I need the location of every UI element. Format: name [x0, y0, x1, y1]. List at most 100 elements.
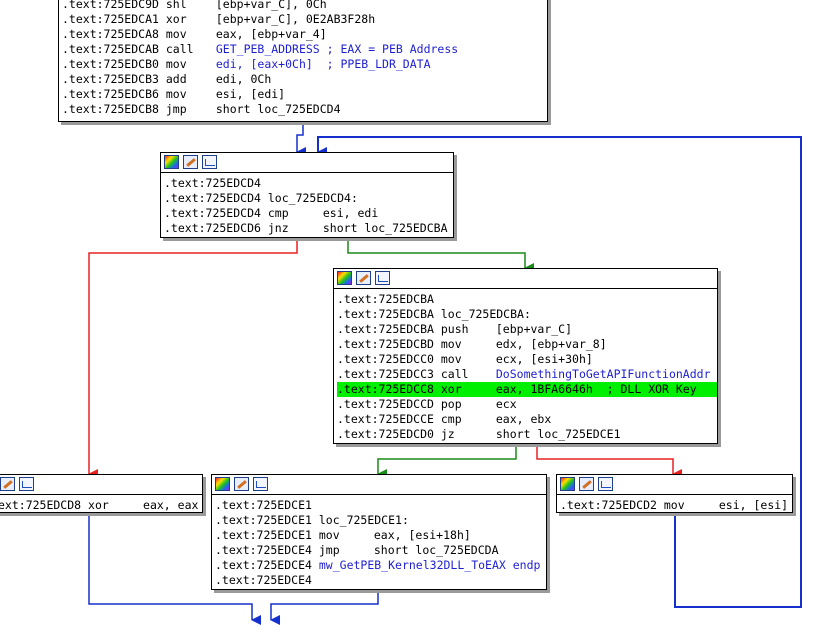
mnemonic: cmp	[267, 206, 289, 220]
operands: eax, eax	[143, 498, 199, 512]
operands: ecx, [esi+30h]	[495, 352, 593, 366]
mnemonic: mov	[440, 352, 462, 366]
block-header	[0, 475, 202, 495]
address: .text:725EDCCE	[337, 412, 434, 426]
edge-cd8-down	[88, 513, 261, 625]
asm-line[interactable]: .text:725EDCBA loc_725EDCBA:	[337, 307, 717, 322]
asm-line[interactable]: .text:725EDCC0 mov ecx, [esi+30h]	[337, 352, 717, 367]
rename-pencil-icon[interactable]	[183, 155, 198, 169]
graph-overview-icon[interactable]	[19, 477, 34, 491]
address: .text:725EDCE4	[215, 543, 312, 557]
address: .text:725EDCAB	[62, 42, 159, 56]
color-palette-icon[interactable]	[560, 477, 575, 491]
asm-line[interactable]: .text:725EDCD4 loc_725EDCD4:	[164, 191, 453, 206]
address: ext:725EDCD8	[0, 498, 82, 512]
basic-block-loc-725EDCD4[interactable]: .text:725EDCD4 .text:725EDCD4 loc_725EDC…	[160, 152, 454, 238]
asm-line[interactable]: .text:725EDCE4 mw_GetPEB_Kernel32DLL_ToE…	[215, 558, 546, 573]
mnemonic: jz	[440, 427, 455, 441]
rename-pencil-icon[interactable]	[579, 477, 594, 491]
graph-overview-icon[interactable]	[253, 477, 268, 491]
asm-line[interactable]: .text:725EDCE4	[215, 573, 546, 588]
graph-overview-icon[interactable]	[375, 271, 390, 285]
operands: edi, [eax+0Ch] ; PPEB_LDR_DATA	[215, 57, 431, 71]
edge-loop-back	[317, 136, 802, 608]
operands: eax, [esi+18h]	[373, 528, 471, 542]
asm-line[interactable]: ext:725EDCD8 xor eax, eax	[0, 498, 202, 512]
asm-line[interactable]: .text:725EDCD4	[164, 176, 453, 191]
operands: [ebp+var_C], 0Ch	[215, 0, 327, 11]
operands[interactable]: short loc_725EDCDA	[373, 543, 499, 557]
address: .text:725EDCA8	[62, 27, 159, 41]
asm-line[interactable]: .text:725EDCAB call GET_PEB_ADDRESS ; EAX…	[62, 42, 547, 57]
function-end-label[interactable]: mw_GetPEB_Kernel32DLL_ToEAX endp	[318, 558, 541, 572]
mnemonic: xor	[88, 498, 109, 512]
edge-cd4-to-cd8	[88, 238, 298, 479]
graph-overview-icon[interactable]	[598, 477, 613, 491]
mnemonic: call	[165, 42, 194, 56]
address: .text:725EDCE4	[215, 573, 312, 587]
color-palette-icon[interactable]	[337, 271, 352, 285]
address: .text:725EDCB0	[62, 57, 159, 71]
address: .text:725EDCBA	[337, 292, 434, 306]
address: .text:725EDCD4	[164, 176, 261, 190]
operands[interactable]: short loc_725EDCE1	[495, 427, 621, 441]
asm-line[interactable]: .text:725EDCBA push[ebp+var_C]	[337, 322, 717, 337]
asm-line[interactable]: .text:725EDCA1 xor[ebp+var_C], 0E2AB3F28…	[62, 12, 547, 27]
address: .text:725EDCBA	[337, 322, 434, 336]
address: .text:725EDCC3	[337, 367, 434, 381]
mnemonic: push	[440, 322, 469, 336]
rename-pencil-icon[interactable]	[0, 477, 15, 491]
mnemonic: add	[165, 72, 187, 86]
operands: esi, edi	[322, 206, 379, 220]
operands: edx, [ebp+var_8]	[495, 337, 607, 351]
mnemonic: jmp	[165, 102, 187, 116]
block-header	[212, 475, 546, 495]
operands: edi, 0Ch	[215, 72, 272, 86]
basic-block-725EDCD8[interactable]: ext:725EDCD8 xor eax, eax	[0, 474, 203, 513]
operands[interactable]: short loc_725EDCBA	[322, 221, 448, 235]
operands[interactable]: DoSomethingToGetAPIFunctionAddr	[495, 367, 711, 381]
address: .text:725EDCA1	[62, 12, 159, 26]
rename-pencil-icon[interactable]	[356, 271, 371, 285]
block-header	[557, 475, 792, 495]
rename-pencil-icon[interactable]	[234, 477, 249, 491]
color-palette-icon[interactable]	[164, 155, 179, 169]
operands[interactable]: GET_PEB_ADDRESS ; EAX = PEB Address	[215, 42, 459, 56]
operands[interactable]: short loc_725EDCD4	[215, 102, 341, 116]
asm-line[interactable]: .text:725EDCE1 loc_725EDCE1:	[215, 513, 546, 528]
address: .text:725EDCD4	[164, 191, 261, 205]
address: .text:725EDCC0	[337, 352, 434, 366]
basic-block-loc-725EDCBA[interactable]: .text:725EDCBA .text:725EDCBA loc_725EDC…	[333, 268, 718, 444]
color-palette-icon[interactable]	[215, 477, 230, 491]
mnemonic: mov	[165, 27, 187, 41]
block-lines: .text:725EDCBA .text:725EDCBA loc_725EDC…	[334, 289, 717, 442]
asm-line[interactable]: .text:725EDCBA	[337, 292, 717, 307]
asm-line[interactable]: .text:725EDC9D shl[ebp+var_C], 0Ch	[62, 0, 547, 12]
graph-overview-icon[interactable]	[202, 155, 217, 169]
edge-cba-to-cd2	[536, 444, 682, 479]
basic-block-725EDC9D[interactable]: .text:725EDC9D shl[ebp+var_C], 0Ch .text…	[58, 0, 548, 122]
address: .text:725EDCE1	[215, 528, 312, 542]
address: .text:725EDCE1	[215, 513, 312, 527]
basic-block-loc-725EDCE1[interactable]: .text:725EDCE1 .text:725EDCE1 loc_725EDC…	[211, 474, 547, 590]
block-header	[161, 153, 453, 173]
operands: ecx	[495, 397, 517, 411]
asm-line[interactable]: .text:725EDCE1	[215, 498, 546, 513]
